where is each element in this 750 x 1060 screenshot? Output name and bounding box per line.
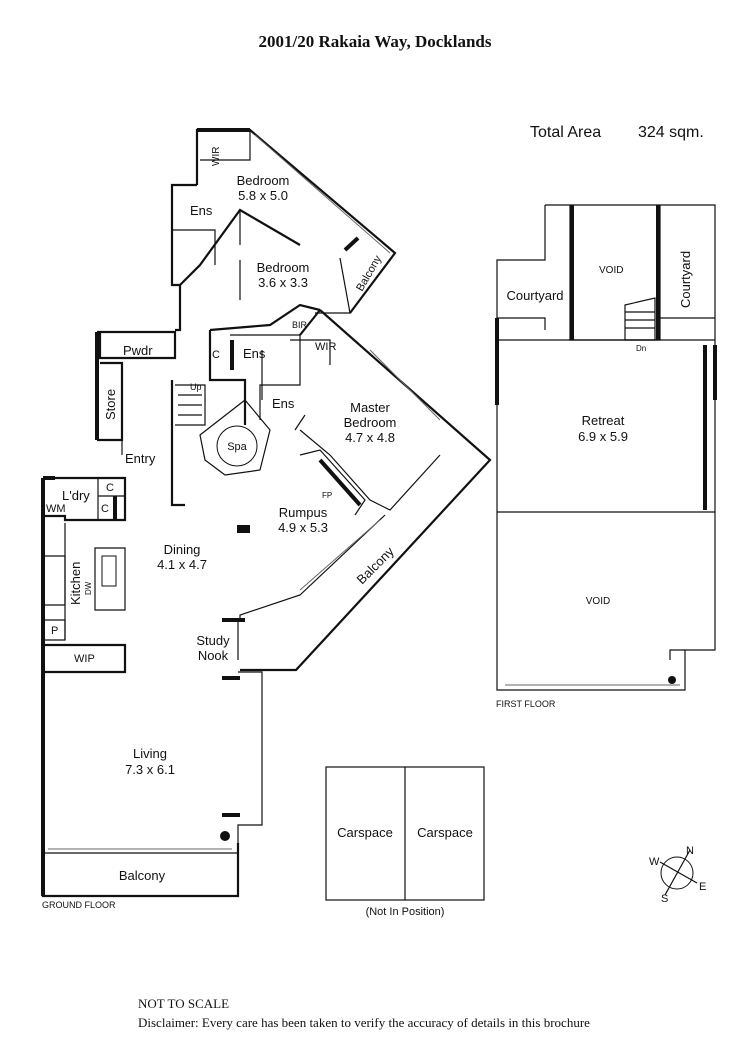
rumpus-size: 4.9 x 5.3 — [278, 520, 328, 535]
bedroom2-size: 3.6 x 3.3 — [258, 275, 308, 290]
rumpus-label: Rumpus — [279, 505, 328, 520]
pwdr-label: Pwdr — [123, 343, 153, 358]
study-label-1: Study — [196, 633, 230, 648]
compass-n: N — [686, 845, 694, 857]
balcony3-label: Balcony — [119, 868, 166, 883]
entry-label: Entry — [125, 451, 156, 466]
bedroom2-label: Bedroom — [257, 260, 310, 275]
retreat-label: Retreat — [582, 413, 625, 428]
ens3-label: Ens — [272, 396, 295, 411]
scale-note: NOT TO SCALE — [138, 996, 230, 1011]
carspaces-block — [325, 766, 485, 901]
dining-size: 4.1 x 4.7 — [157, 557, 207, 572]
bedroom1-label: Bedroom — [237, 173, 290, 188]
carspace-note: (Not In Position) — [366, 906, 445, 918]
retreat-size: 6.9 x 5.9 — [578, 429, 628, 444]
compass-e: E — [699, 881, 706, 893]
disclaimer: Disclaimer: Every care has been taken to… — [138, 1015, 590, 1030]
p-label: P — [51, 625, 58, 637]
wm-label: WM — [46, 503, 66, 515]
fp-label: FP — [322, 491, 332, 500]
dining-label: Dining — [164, 542, 201, 557]
bedroom1-size: 5.8 x 5.0 — [238, 188, 288, 203]
total-area-value: 324 sqm. — [638, 124, 704, 141]
spa-label: Spa — [227, 441, 247, 453]
wir2-label: WIR — [315, 341, 336, 353]
balcony2-label: Balcony — [354, 543, 398, 587]
c3-label: C — [101, 503, 109, 515]
ground-floor-plan — [41, 128, 492, 898]
courtyard2-label: Courtyard — [678, 251, 693, 308]
up-label: Up — [190, 382, 202, 392]
first-floor-plan — [495, 204, 717, 691]
carspace1-label: Carspace — [337, 825, 393, 840]
store-label: Store — [103, 389, 118, 420]
c1-label: C — [212, 349, 220, 361]
wip-label: WIP — [74, 653, 95, 665]
dn-label: Dn — [636, 344, 646, 353]
ground-floor-label: GROUND FLOOR — [42, 900, 116, 910]
ldry-label: L'dry — [62, 488, 90, 503]
wir1-label: WIR — [211, 147, 222, 166]
void1-label: VOID — [599, 265, 623, 276]
master-label-2: Bedroom — [344, 415, 397, 430]
first-floor-label: FIRST FLOOR — [496, 699, 556, 709]
void2-label: VOID — [586, 596, 610, 607]
living-size: 7.3 x 6.1 — [125, 762, 175, 777]
c2-label: C — [106, 482, 114, 494]
carspace2-label: Carspace — [417, 825, 473, 840]
bir-label: BIR — [292, 320, 308, 330]
study-label-2: Nook — [198, 648, 229, 663]
total-area: Total Area 324 sqm. — [530, 124, 730, 142]
page-title: 2001/20 Rakaia Way, Docklands — [258, 32, 492, 51]
living-label: Living — [133, 746, 167, 761]
total-area-label: Total Area — [530, 124, 602, 141]
dw-label: DW — [84, 581, 93, 595]
master-label-1: Master — [350, 400, 390, 415]
master-size: 4.7 x 4.8 — [345, 430, 395, 445]
compass-s: S — [661, 893, 668, 905]
compass: N E S W — [649, 845, 706, 905]
compass-w: W — [649, 856, 660, 868]
courtyard1-label: Courtyard — [506, 288, 563, 303]
ens2-label: Ens — [243, 346, 266, 361]
ens1-label: Ens — [190, 203, 213, 218]
kitchen-label: Kitchen — [68, 562, 83, 605]
